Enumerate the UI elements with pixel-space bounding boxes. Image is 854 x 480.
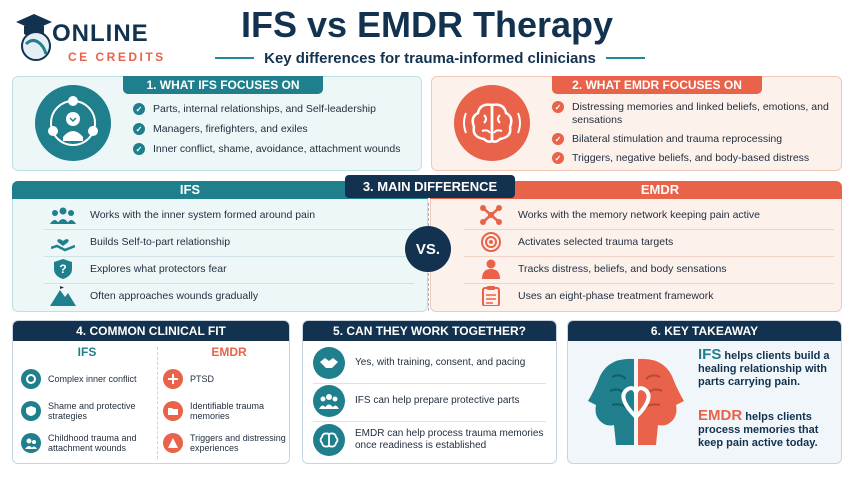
check-icon: ✓ <box>133 123 145 135</box>
network-icon <box>478 205 504 225</box>
subtitle-rule-right <box>605 57 646 59</box>
key-takeaway-heading: 6. KEY TAKEAWAY <box>568 321 841 341</box>
emdr-column-header: EMDR <box>430 181 842 199</box>
work-together-heading: 5. CAN THEY WORK TOGETHER? <box>303 321 556 341</box>
emdr-difference-row: Works with the memory network keeping pa… <box>478 205 760 225</box>
people-icon <box>313 385 345 417</box>
warning-icon <box>163 433 183 453</box>
check-icon: ✓ <box>552 152 564 164</box>
list-item: Complex inner conflict <box>21 363 153 395</box>
subtitle-rule-left <box>215 57 255 59</box>
svg-text:?: ? <box>59 262 66 276</box>
fit-divider <box>157 347 158 459</box>
ifs-difference-row: Often approaches wounds gradually <box>50 286 258 306</box>
handshake-icon <box>313 347 345 379</box>
list-item: Triggers and distressing experiences <box>163 427 289 459</box>
brand-logo: ONLINE CE CREDITS <box>12 8 182 66</box>
emdr-focus-heading: 2. WHAT EMDR FOCUSES ON <box>552 76 762 94</box>
target-icon <box>478 232 504 252</box>
clipboard-icon <box>478 286 504 306</box>
people-icon <box>21 433 41 453</box>
list-item: ✓Inner conflict, shame, avoidance, attac… <box>133 143 413 156</box>
clinical-fit-heading: 4. COMMON CLINICAL FIT <box>13 321 289 341</box>
check-icon: ✓ <box>133 143 145 155</box>
vs-badge: VS. <box>405 226 451 272</box>
list-item: ✓Bilateral stimulation and trauma reproc… <box>552 133 833 146</box>
row-divider <box>464 229 834 230</box>
logo-wordmark: ONLINE <box>52 20 149 47</box>
ifs-column-header: IFS <box>12 181 428 199</box>
key-takeaway-panel: 6. KEY TAKEAWAY IFS helps clients build … <box>567 320 842 464</box>
hand-heart-icon <box>50 232 76 252</box>
emdr-difference-row: Uses an eight-phase treatment framework <box>478 286 714 306</box>
folder-icon <box>163 401 183 421</box>
ifs-focus-heading: 1. WHAT IFS FOCUSES ON <box>123 76 323 94</box>
work-together-panel: 5. CAN THEY WORK TOGETHER? Yes, with tra… <box>302 320 557 464</box>
emdr-fit-label: EMDR <box>211 345 247 359</box>
page-title: IFS vs EMDR Therapy <box>240 4 614 45</box>
two-heads-heart-icon <box>588 358 684 445</box>
ifs-difference-panel <box>12 181 428 312</box>
ifs-difference-row: Works with the inner system formed aroun… <box>50 205 315 225</box>
ifs-takeaway: IFS helps clients build a healing relati… <box>698 346 830 388</box>
emdr-difference-row: Tracks distress, beliefs, and body sensa… <box>478 259 727 279</box>
mountain-path-icon <box>50 286 76 306</box>
row-divider <box>313 383 546 384</box>
row-divider <box>44 229 414 230</box>
check-icon: ✓ <box>133 103 145 115</box>
row-divider <box>44 256 414 257</box>
list-item: ✓Distressing memories and linked beliefs… <box>552 101 833 127</box>
row-divider <box>464 283 834 284</box>
main-difference-heading: 3. MAIN DIFFERENCE <box>345 175 515 198</box>
list-item: Identifiable trauma memories <box>163 395 289 427</box>
clinical-fit-panel: 4. COMMON CLINICAL FIT IFS Complex inner… <box>12 320 290 464</box>
parts-network-icon <box>35 85 111 161</box>
ifs-fit-column: IFS Complex inner conflict Shame and pro… <box>21 345 153 459</box>
row-divider <box>464 256 834 257</box>
brain-icon <box>454 85 530 161</box>
ifs-difference-row: ? Explores what protectors fear <box>50 259 227 279</box>
group-icon <box>50 205 76 225</box>
emdr-difference-row: Activates selected trauma targets <box>478 232 673 252</box>
emdr-focus-list: ✓Distressing memories and linked beliefs… <box>552 101 833 171</box>
emdr-takeaway: EMDR helps clients process memories that… <box>698 407 819 449</box>
ifs-focus-list: ✓Parts, internal relationships, and Self… <box>133 103 413 163</box>
ifs-fit-label: IFS <box>77 345 97 359</box>
row-divider <box>44 283 414 284</box>
subtitle-row: Key differences for trauma-informed clin… <box>215 48 646 68</box>
emdr-fit-column: EMDR PTSD Identifiable trauma memories T… <box>163 345 289 459</box>
ifs-difference-row: Builds Self-to-part relationship <box>50 232 230 252</box>
main-difference-section: IFS EMDR 3. MAIN DIFFERENCE Works with t… <box>12 175 842 312</box>
list-item: Yes, with training, consent, and pacing <box>313 347 548 379</box>
list-item: Childhood trauma and attachment wounds <box>21 427 153 459</box>
list-item: ✓Managers, firefighters, and exiles <box>133 123 413 136</box>
shield-icon <box>21 401 41 421</box>
list-item: IFS can help prepare protective parts <box>313 385 548 417</box>
logo-tagline: CE CREDITS <box>68 50 166 64</box>
puzzle-icon <box>21 369 41 389</box>
list-item: EMDR can help process trauma memories on… <box>313 424 548 456</box>
row-divider <box>313 421 546 422</box>
list-item: Shame and protective strategies <box>21 395 153 427</box>
graduation-cap-icon <box>16 14 52 61</box>
check-icon: ✓ <box>552 101 564 113</box>
check-icon: ✓ <box>552 133 564 145</box>
shield-question-icon: ? <box>50 259 76 279</box>
ptsd-icon <box>163 369 183 389</box>
brain-icon <box>313 424 345 456</box>
emdr-focus-panel: 2. WHAT EMDR FOCUSES ON ✓Distressing mem… <box>431 76 842 171</box>
list-item: PTSD <box>163 363 289 395</box>
page-subtitle: Key differences for trauma-informed clin… <box>264 49 596 67</box>
ifs-focus-panel: 1. WHAT IFS FOCUSES ON ✓Parts, internal … <box>12 76 422 171</box>
list-item: ✓Parts, internal relationships, and Self… <box>133 103 413 116</box>
list-item: ✓Triggers, negative beliefs, and body-ba… <box>552 152 833 165</box>
person-icon <box>478 259 504 279</box>
